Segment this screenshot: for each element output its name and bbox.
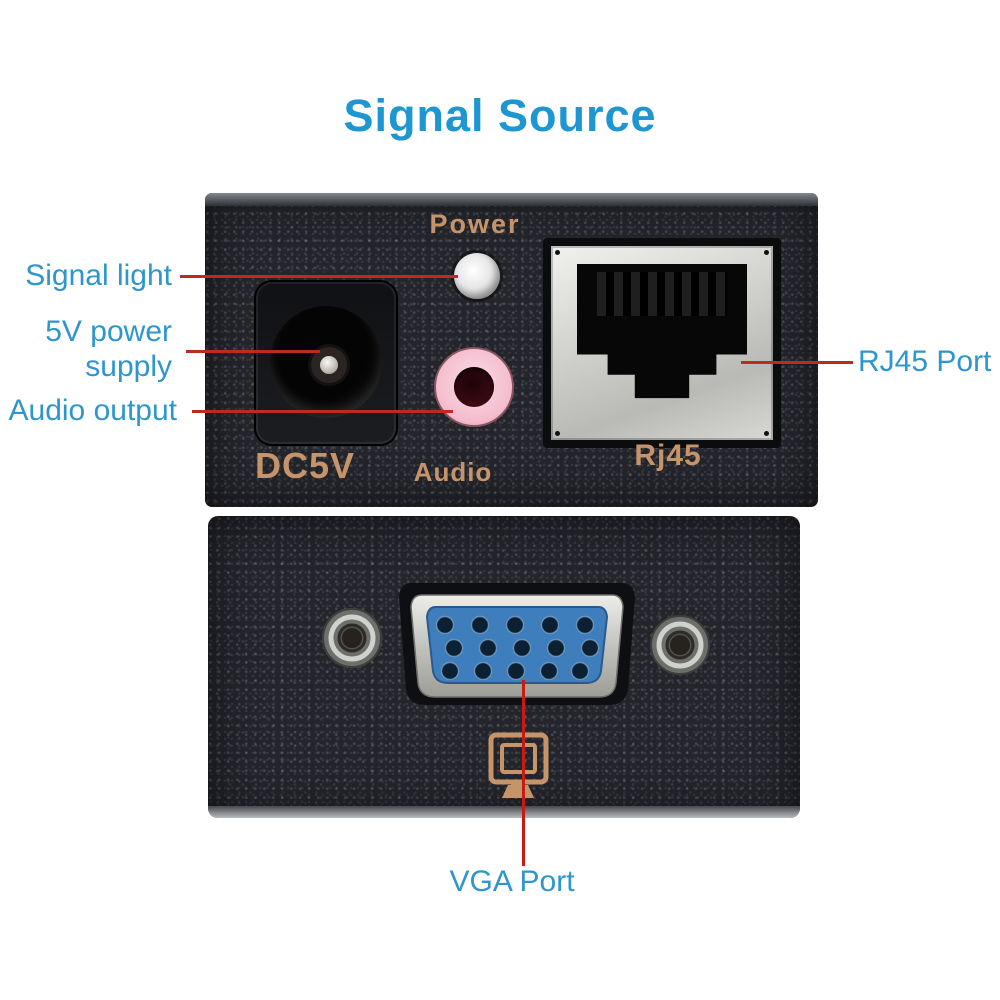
power-label: Power [429,209,521,239]
rj45-port [543,238,781,448]
dc-jack-ring [308,344,350,386]
dc-jack-barrel [270,306,382,418]
dc-power-jack [256,282,396,444]
leader-line-rj45 [741,361,853,364]
vga-screw-post-right [650,615,710,675]
rj45-screw-dot [764,431,769,436]
rj45-screw-dot [555,250,560,255]
panel-top-bevel [205,193,818,206]
rj45-label: Rj45 [634,439,702,472]
rj45-pin-comb [597,272,727,316]
monitor-icon [488,732,549,798]
leader-line-power-supply [186,350,320,353]
leader-line-audio-output [192,410,453,413]
vga-screw-post-left [322,608,382,668]
rj45-screw-dot [764,250,769,255]
dc-jack-pin [320,356,338,374]
extender-top-panel: Power DC5V Audio Rj [205,193,818,507]
vga-port [322,583,710,705]
extender-bottom-panel [208,516,800,818]
panel-bottom-bevel [208,806,800,818]
rj45-screw-dot [555,431,560,436]
callout-5v-power-line2: supply [85,350,172,383]
rj45-socket-opening [577,264,747,399]
rj45-bezel [551,246,773,440]
dc5v-label: DC5V [254,445,356,486]
leader-line-signal-light [180,275,458,278]
callout-signal-light: Signal light [25,259,172,292]
callout-vga-port: VGA Port [449,865,575,898]
callout-5v-power-line1: 5V power [45,315,172,348]
audio-label: Audio [413,457,493,487]
leader-line-vga [522,680,525,866]
power-led-icon [454,253,500,299]
page-title: Signal Source [343,90,657,141]
audio-jack-hole [454,367,494,407]
callout-audio-output: Audio output [8,394,177,427]
callout-5v-power-supply: 5V power supply [0,314,172,384]
callout-rj45-port: RJ45 Port [858,345,992,378]
audio-jack [434,347,514,427]
